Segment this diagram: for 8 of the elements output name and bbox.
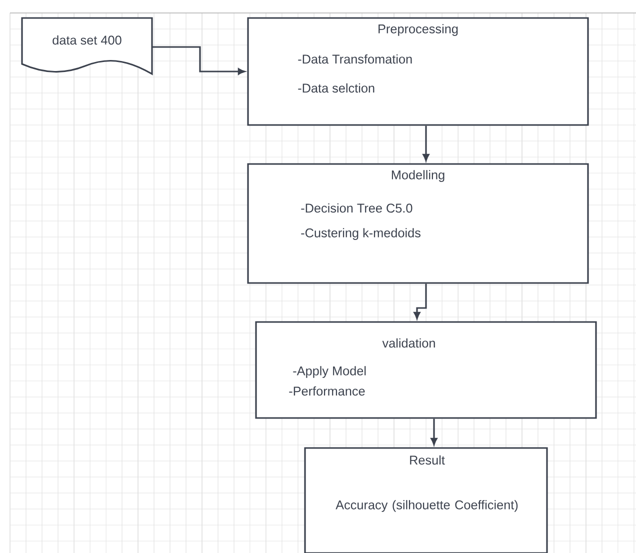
process-box: Preprocessing -Data Transfomation -Data selction [247, 17, 589, 126]
arrow [414, 284, 427, 320]
process-box: Result Accuracy (silhouette Coefficient) [304, 447, 548, 553]
arrow [430, 418, 438, 446]
process-box: validation -Apply Model -Performance [255, 321, 597, 419]
process-box: Modelling -Decision Tree C5.0 -Custering k-medoids [247, 163, 589, 284]
arrow [422, 126, 430, 162]
arrow [152, 46, 246, 75]
